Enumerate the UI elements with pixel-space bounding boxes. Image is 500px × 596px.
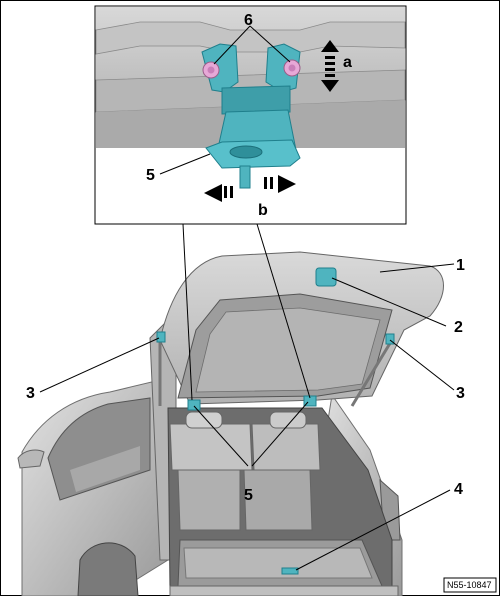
reference-box (443, 577, 497, 593)
tailgate (156, 251, 444, 411)
leader-4 (295, 489, 451, 571)
callout-2: 2 (454, 319, 463, 336)
detail-inset (94, 5, 407, 225)
callout-5-detail: 5 (146, 167, 155, 184)
callout-5-main: 5 (244, 487, 253, 504)
connector-right (256, 223, 311, 399)
direction-arrow-a (321, 40, 339, 92)
reference-code: N55-10847 (447, 580, 492, 590)
callout-b: b (258, 202, 268, 219)
callout-3-right: 3 (456, 385, 465, 402)
hinge-part (201, 43, 301, 189)
leader-3-left (39, 337, 160, 393)
callout-a: a (343, 54, 352, 71)
connector-left (182, 223, 193, 401)
callout-3-left: 3 (26, 385, 35, 402)
callout-6: 6 (244, 12, 253, 29)
callout-1: 1 (456, 257, 465, 274)
leader-2 (331, 277, 447, 327)
leader-3-right (389, 339, 455, 391)
leader-1 (379, 263, 455, 273)
leader-5-right (251, 401, 309, 467)
car-illustration (17, 321, 403, 596)
callout-4: 4 (454, 481, 463, 498)
leader-5-left (193, 405, 249, 467)
direction-arrow-b (204, 175, 296, 202)
